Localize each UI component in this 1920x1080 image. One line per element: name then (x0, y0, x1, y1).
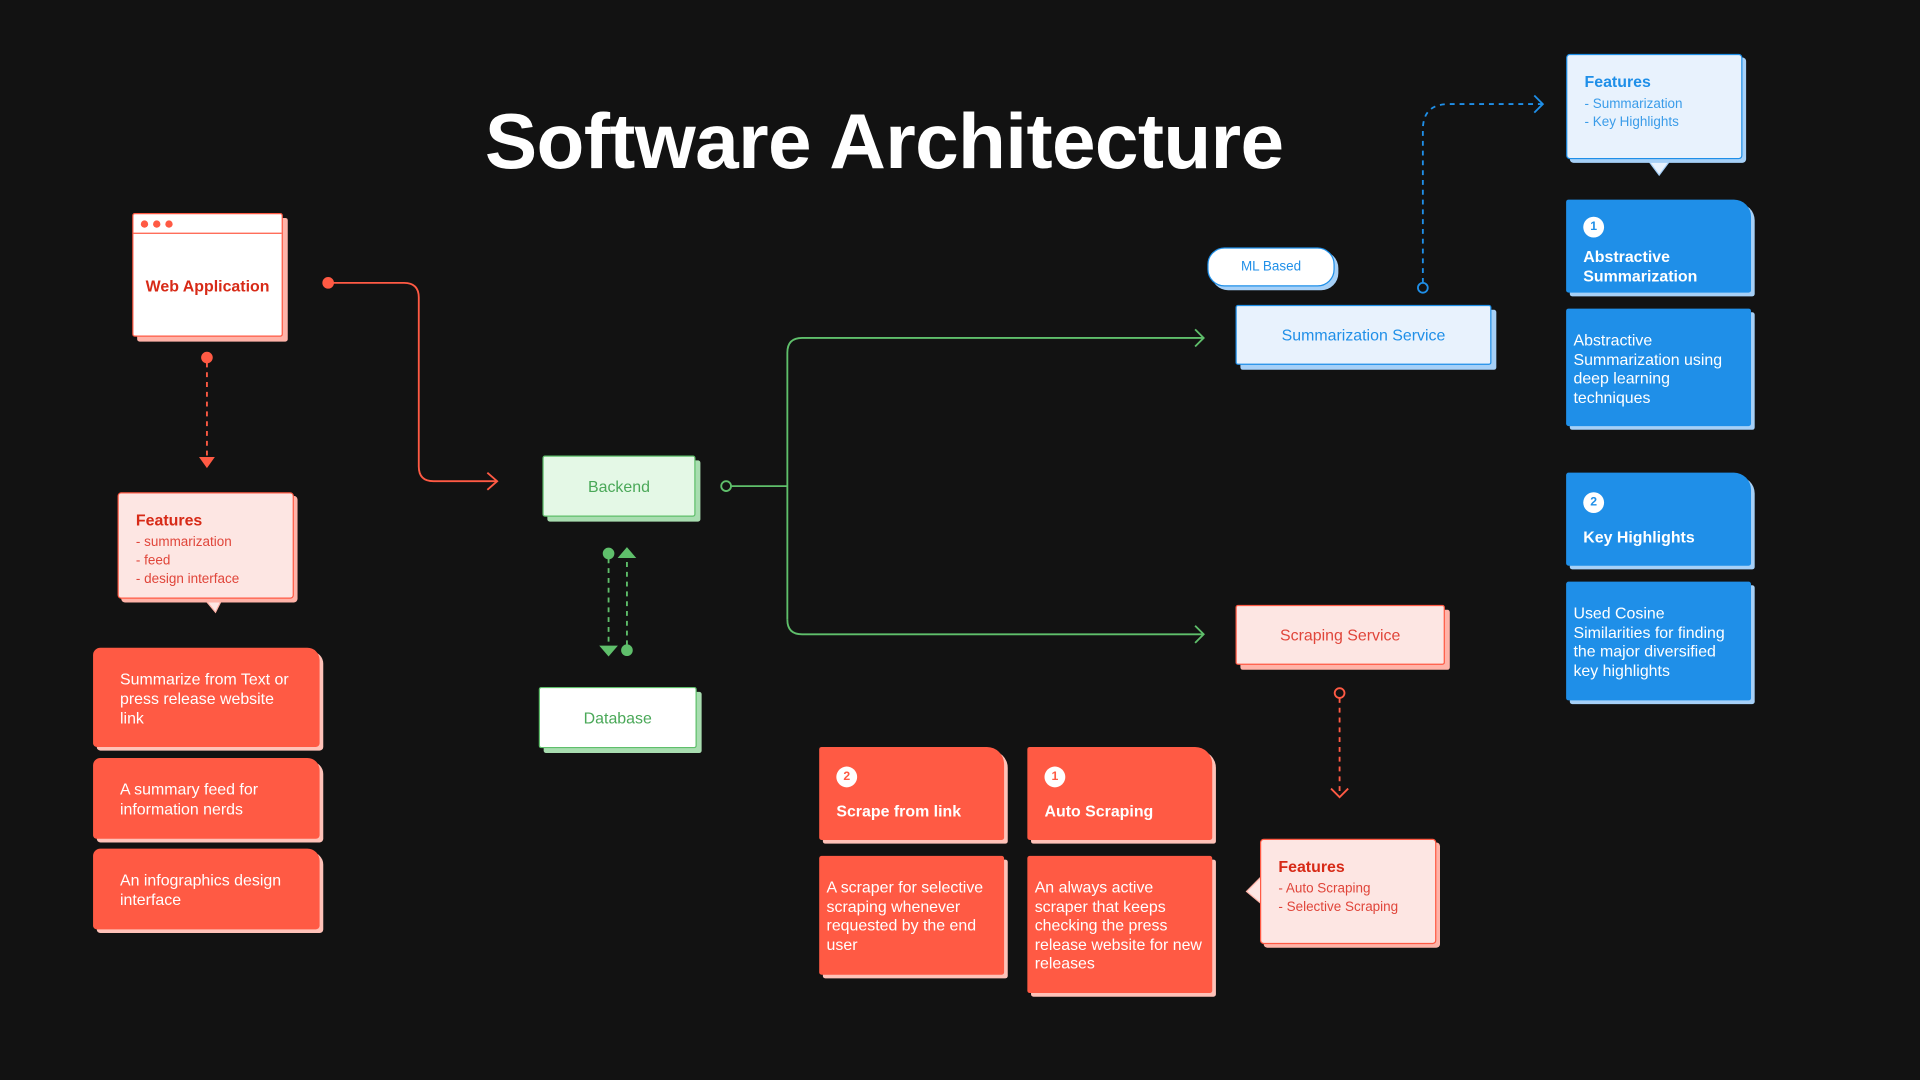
abstractive-summarization-tab[interactable]: 1 Abstractive Summarization (1566, 199, 1752, 293)
tab-label: Key Highlights (1583, 527, 1695, 547)
summarization-service-node[interactable]: Summarization Service (1235, 304, 1492, 365)
connector-summarization-features (1417, 94, 1545, 294)
auto-scraping-description: An always active scraper that keeps chec… (1027, 855, 1213, 994)
web-application-node[interactable]: Web Application (132, 213, 283, 337)
callout-pointer-web (201, 596, 224, 614)
summarization-features-callout: Features - Summarization - Key Highlight… (1566, 53, 1743, 160)
web-features-callout: Features - summarization - feed - design… (117, 492, 294, 599)
step-number-badge: 1 (1044, 766, 1066, 788)
web-feature-item: - feed (135, 553, 171, 569)
tab-label: Abstractive Summarization (1583, 247, 1698, 286)
scraping-features-callout: Features - Auto Scraping - Selective Scr… (1260, 838, 1437, 945)
key-highlights-description: Used Cosine Similarities for finding the… (1566, 581, 1752, 701)
backend-node[interactable]: Backend (542, 455, 696, 517)
scraping-feature-item: - Selective Scraping (1278, 900, 1399, 915)
window-dot-icon (140, 220, 149, 228)
step-number-badge: 2 (1583, 492, 1605, 514)
web-feature-item: - design interface (135, 571, 240, 587)
web-card-design[interactable]: An infographics design interface (93, 848, 320, 930)
connector-scraping-features (1330, 687, 1349, 799)
connector-backend-database (599, 547, 637, 657)
key-highlights-tab[interactable]: 2 Key Highlights (1566, 472, 1752, 566)
summarization-features-heading: Features (1584, 72, 1651, 91)
window-title-bar (133, 214, 282, 234)
scrape-from-link-tab[interactable]: 2 Scrape from link (819, 746, 1005, 841)
scraping-features-heading: Features (1278, 857, 1345, 876)
web-card-summarize[interactable]: Summarize from Text or press release web… (93, 647, 320, 747)
scraping-feature-item: - Auto Scraping (1278, 881, 1371, 897)
scraping-service-node[interactable]: Scraping Service (1235, 604, 1445, 665)
tab-label: Scrape from link (836, 802, 962, 821)
summarization-feature-item: - Key Highlights (1584, 115, 1679, 130)
callout-pointer-summarization (1646, 159, 1672, 177)
abstractive-summarization-description: Abstractive Summarization using deep lea… (1566, 308, 1752, 427)
web-features-heading: Features (135, 510, 203, 529)
scrape-from-link-description: A scraper for selective scraping wheneve… (819, 855, 1005, 975)
summarization-feature-item: - Summarization (1584, 96, 1683, 112)
step-number-badge: 1 (1583, 216, 1605, 238)
web-feature-item: - summarization (135, 535, 232, 550)
auto-scraping-tab[interactable]: 1 Auto Scraping (1027, 746, 1213, 841)
web-card-feed[interactable]: A summary feed for information nerds (93, 757, 320, 839)
connector-webapp-features (199, 351, 215, 469)
window-dot-icon (153, 220, 161, 228)
ml-based-badge: ML Based (1207, 247, 1335, 287)
step-number-badge: 2 (836, 766, 858, 788)
page-title: Software Architecture (484, 96, 1284, 185)
database-node[interactable]: Database (538, 686, 697, 749)
window-dot-icon (165, 220, 173, 228)
connector-webapp-backend (322, 277, 499, 491)
connector-backend-services (720, 328, 1205, 644)
web-application-label: Web Application (145, 276, 270, 296)
tab-label: Auto Scraping (1044, 802, 1154, 821)
